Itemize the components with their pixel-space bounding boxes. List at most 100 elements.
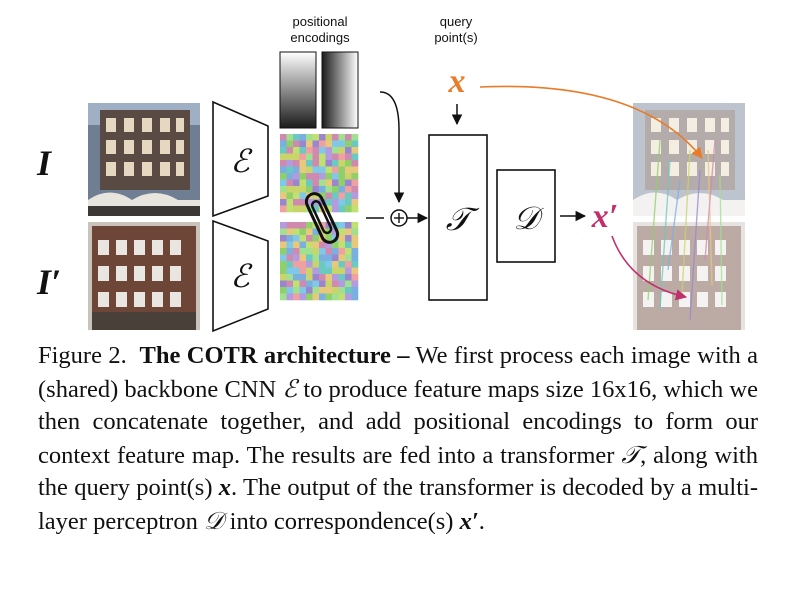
feature-cell [351, 293, 359, 301]
feature-cell [332, 205, 339, 213]
feature-cell [293, 293, 300, 301]
input-image-2 [88, 222, 200, 330]
feature-cell [286, 287, 294, 294]
feature-cell [306, 267, 313, 275]
feature-cell [338, 280, 346, 288]
feature-cell [306, 280, 313, 288]
encoder-2-label: ℰ [230, 257, 253, 295]
feature-cell [351, 274, 359, 281]
feature-cell [280, 173, 287, 180]
feature-cell [345, 199, 352, 206]
feature-cell [325, 261, 333, 268]
feature-cell [319, 287, 326, 294]
feature-cell [312, 228, 320, 236]
output-image-2 [633, 222, 745, 330]
feature-cell [299, 205, 307, 213]
feature-cell [345, 280, 352, 288]
feature-cell [286, 241, 294, 249]
feature-cell [280, 287, 287, 294]
feature-cell [351, 241, 359, 249]
feature-cell [312, 235, 320, 242]
encoder-1: ℰ [212, 100, 269, 218]
feature-cell [338, 166, 346, 174]
feature-cell [351, 280, 359, 288]
feature-cell [345, 160, 352, 167]
feature-cell [286, 205, 294, 213]
feature-cell [280, 147, 287, 154]
feature-cell [332, 261, 339, 268]
feature-cell [332, 280, 339, 288]
feature-cell [332, 140, 339, 148]
feature-cell [332, 166, 339, 174]
feature-cell [312, 173, 320, 180]
feature-cell [312, 147, 320, 154]
caption-prefix: Figure 2. [38, 342, 127, 369]
feature-cell [325, 147, 333, 154]
feature-cell [280, 280, 287, 288]
feature-cell [280, 293, 287, 301]
caption-text-5: into correspondence(s) [229, 507, 454, 535]
feature-cell [312, 140, 320, 148]
feature-cell [286, 153, 294, 161]
cotr-architecture-diagram: I I′ ℰ ℰ positional encodings query poin… [36, 14, 745, 333]
input-image-1 [88, 103, 200, 216]
feature-cell [286, 199, 294, 206]
feature-cell [325, 205, 333, 213]
feature-cell [299, 140, 307, 148]
decoder-block [496, 169, 556, 263]
feature-cell [338, 267, 346, 275]
feature-cell [299, 192, 307, 200]
feature-cell [325, 192, 333, 200]
feature-cell [332, 248, 339, 255]
feature-cell [319, 192, 326, 200]
feature-cell [312, 287, 320, 294]
feature-cell [306, 274, 313, 281]
feature-cell [286, 280, 294, 288]
feature-cell [306, 140, 313, 148]
feature-cell [280, 186, 287, 193]
feature-cell [325, 160, 333, 167]
input-label-2: I′ [36, 262, 61, 302]
feature-cell [299, 248, 307, 255]
feature-cell [345, 134, 352, 141]
feature-cell [351, 134, 359, 141]
positional-encoding-arrow [379, 91, 405, 204]
caption-symbol-encoder: ℰ [282, 373, 298, 403]
feature-cell [345, 254, 352, 262]
feature-cell [319, 186, 326, 193]
feature-cell [338, 179, 346, 187]
caption-symbol-transformer: 𝒯 [621, 439, 641, 469]
feature-cell [280, 199, 287, 206]
caption-text-3: , along with the query point(s) [38, 441, 758, 502]
feature-cell [325, 293, 333, 301]
feature-cell [332, 153, 339, 161]
caption-text-4: . The output of the transformer is decod… [38, 474, 758, 535]
feature-cell [306, 147, 313, 154]
query-label-line2: point(s) [434, 30, 477, 45]
feature-cell [286, 293, 294, 301]
feature-cell [351, 199, 359, 206]
feature-cell [286, 147, 294, 154]
feature-cell [319, 153, 326, 161]
feature-cell [312, 192, 320, 200]
feature-cell [345, 287, 352, 294]
feature-cell [280, 153, 287, 161]
feature-cell [351, 235, 359, 242]
feature-cell [332, 147, 339, 154]
figure-caption: Figure 2. The COTR architecture – We fir… [38, 340, 758, 538]
feature-cell [286, 235, 294, 242]
feature-cell [280, 254, 287, 262]
feature-cell [345, 293, 352, 301]
feature-cell [332, 186, 339, 193]
feature-cell [293, 254, 300, 262]
feature-cell [293, 235, 300, 242]
feature-cell [338, 205, 346, 213]
feature-cell [332, 287, 339, 294]
positional-encodings-label-line2: encodings [290, 30, 350, 45]
feature-cell [312, 160, 320, 167]
feature-cell [319, 274, 326, 281]
feature-cell [319, 267, 326, 275]
feature-cell [286, 166, 294, 174]
feature-cell [286, 248, 294, 255]
feature-cell [312, 261, 320, 268]
